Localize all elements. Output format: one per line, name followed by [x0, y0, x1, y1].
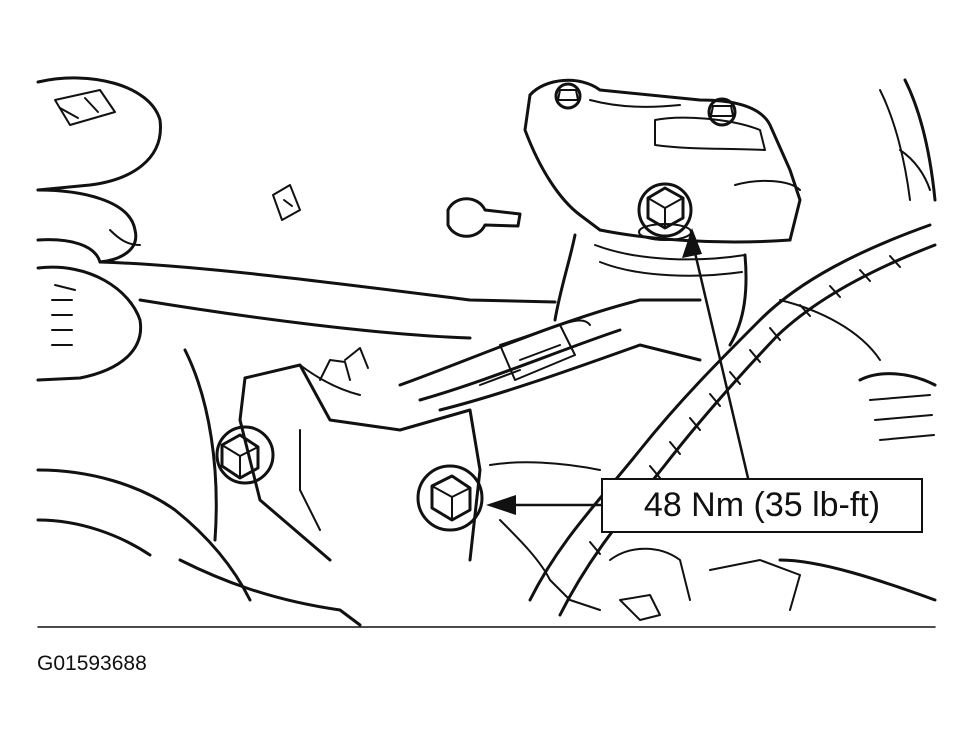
bracket-bolt-left [554, 82, 582, 110]
left-bracket [238, 347, 482, 562]
mount-arm [398, 298, 702, 412]
small-tab [272, 184, 301, 221]
upper-mount-bracket [523, 78, 802, 244]
torque-label: 48 Nm (35 lb-ft) [643, 486, 881, 524]
bracket-bolt-right [707, 97, 737, 127]
leader-arrow-lower [486, 495, 603, 515]
figure-id: G01593688 [37, 652, 147, 675]
bracket-bolt-side [215, 425, 275, 485]
cross-brace [98, 260, 557, 340]
mount-isolator [553, 233, 748, 347]
right-components [778, 78, 937, 602]
lower-structure [36, 348, 936, 628]
mount-bolt-lower [416, 464, 484, 532]
left-housing [36, 188, 143, 382]
pulley-top-left [36, 76, 162, 192]
mount-bolt-top [637, 182, 693, 241]
keyhole-slot [446, 197, 522, 238]
leader-arrow-top [682, 228, 750, 480]
torque-callout: 48 Nm (35 lb-ft) [601, 478, 923, 533]
